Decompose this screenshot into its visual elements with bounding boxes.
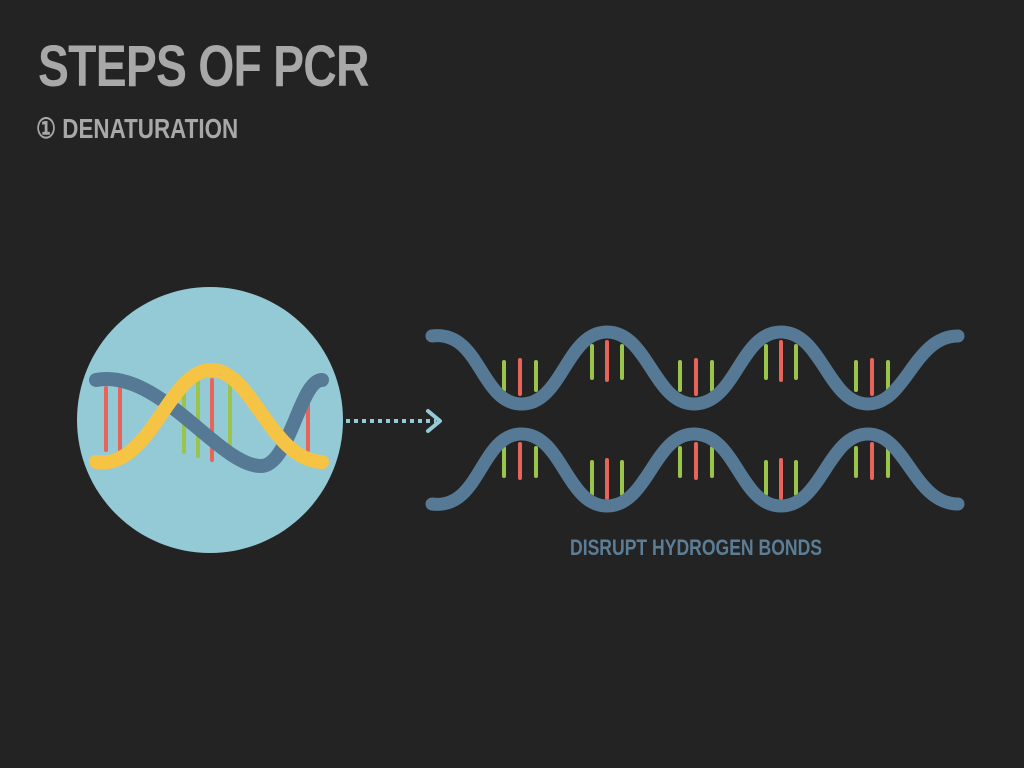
page-title: STEPS OF PCR <box>38 34 370 99</box>
diagram-caption: DISRUPT HYDROGEN BONDS <box>570 535 822 560</box>
double-helix-group <box>77 287 343 553</box>
dna-single-strand-icon <box>425 325 965 411</box>
dotted-arrow-icon <box>346 409 442 433</box>
dna-single-strand-icon <box>425 427 965 513</box>
step-subtitle: ① DENATURATION <box>36 113 239 144</box>
dna-double-helix-icon <box>89 363 329 473</box>
